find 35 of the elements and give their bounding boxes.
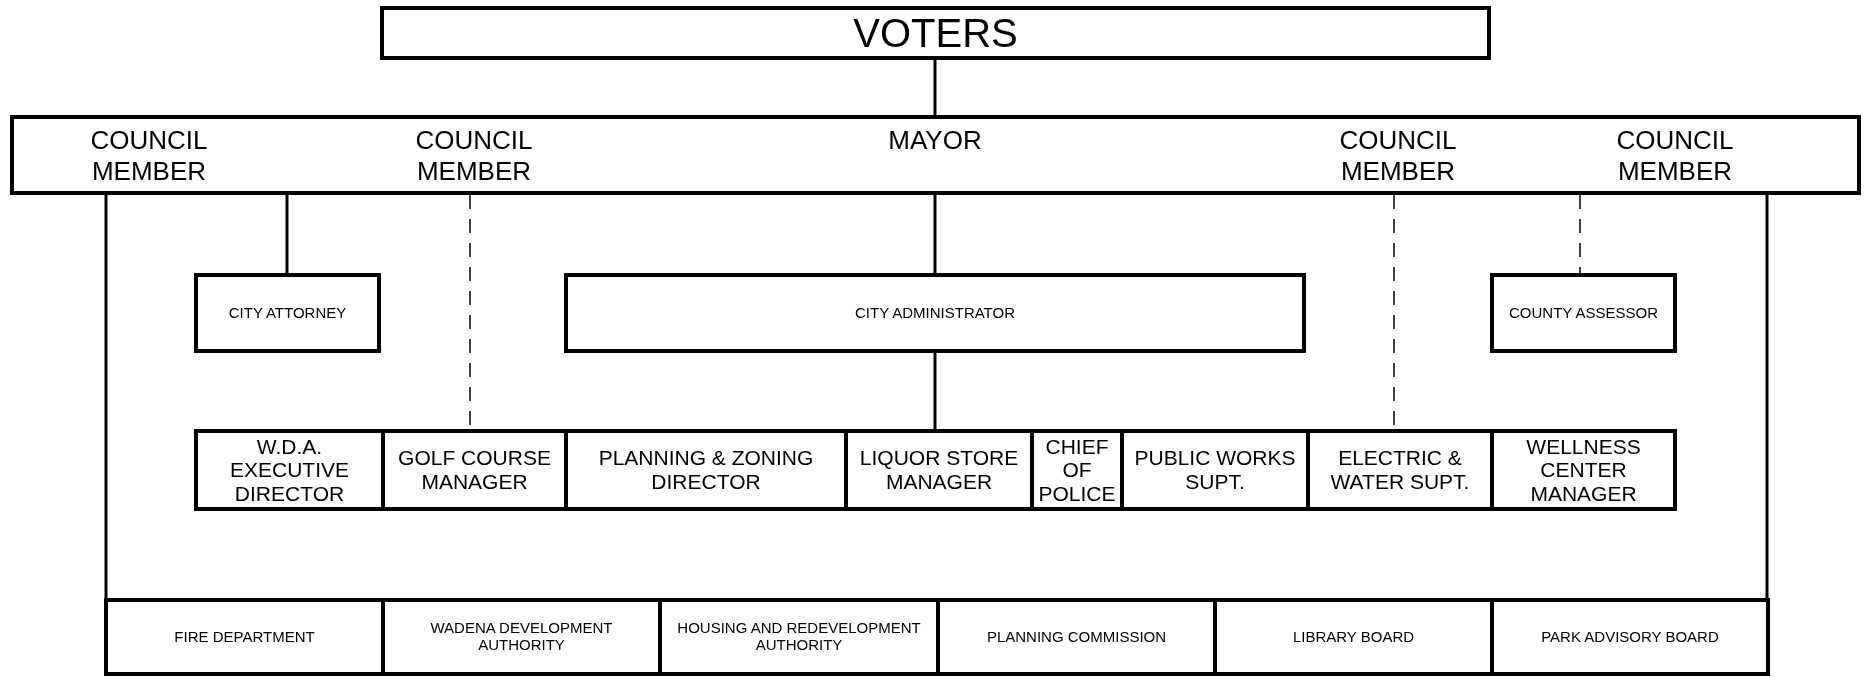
box-label: HOUSING AND REDEVELOPMENT AUTHORITY [676, 620, 922, 654]
connector-line [933, 353, 937, 429]
box-label: VOTERS [852, 10, 1019, 56]
box-label: CITY ADMINISTRATOR [854, 304, 1016, 322]
box-label: PARK ADVISORY BOARD [1540, 628, 1720, 646]
role-label: COUNCIL MEMBER [89, 125, 209, 188]
box-label: CHIEF OF POLICE [1037, 434, 1117, 506]
org-box [380, 6, 1491, 60]
box-label: FIRE DEPARTMENT [173, 628, 316, 646]
org-box [1490, 273, 1677, 353]
role-label: COUNCIL MEMBER [414, 125, 534, 188]
box-label: WADENA DEVELOPMENT AUTHORITY [429, 620, 614, 654]
org-box [194, 273, 381, 353]
box-label: PUBLIC WORKS SUPT. [1133, 446, 1297, 494]
box-label: PLANNING & ZONING DIRECTOR [597, 446, 815, 494]
box-label: COUNTY ASSESSOR [1508, 304, 1659, 322]
role-label: MAYOR [887, 125, 983, 157]
box-label: GOLF COURSE MANAGER [397, 446, 552, 494]
box-label: LIQUOR STORE MANAGER [858, 446, 1020, 494]
box-label: LIBRARY BOARD [1291, 628, 1416, 646]
dashed-connector [1579, 194, 1581, 274]
connector-line [933, 195, 937, 273]
box-label: WELLNESS CENTER MANAGER [1525, 434, 1642, 506]
role-label: COUNCIL MEMBER [1615, 125, 1735, 188]
connector-line [104, 195, 108, 598]
council-band [10, 115, 1861, 195]
connector-line [285, 195, 289, 273]
box-label: PLANNING COMMISSION [985, 628, 1168, 646]
box-label: W.D.A. EXECUTIVE DIRECTOR [229, 434, 350, 506]
connector-line [1765, 195, 1769, 598]
org-box [564, 273, 1306, 353]
role-label: COUNCIL MEMBER [1338, 125, 1458, 188]
box-label: CITY ATTORNEY [227, 304, 348, 322]
connector-line [933, 60, 937, 115]
box-label: ELECTRIC & WATER SUPT. [1329, 446, 1471, 494]
